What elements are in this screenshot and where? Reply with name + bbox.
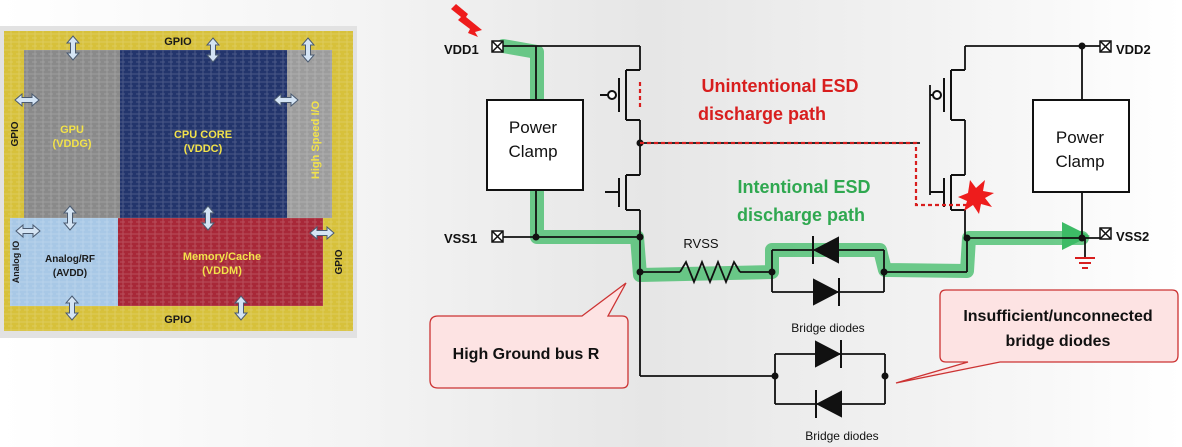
lightning-bolt-icon	[451, 4, 482, 37]
vss1-label: VSS1	[444, 231, 477, 246]
callout-bridge-text-line2: bridge diodes	[1006, 333, 1111, 350]
pad-vss2	[1099, 227, 1112, 240]
pads	[491, 40, 1112, 243]
arrow-icon	[205, 37, 221, 63]
arrow-icon	[200, 205, 216, 231]
intentional-label-line2: discharge path	[737, 205, 865, 225]
hsio-label: High Speed I/O	[310, 100, 322, 179]
callout-bridge-text-line1: Insufficient/unconnected	[963, 308, 1152, 325]
callout-bridge-diodes: Insufficient/unconnected bridge diodes	[895, 289, 1179, 384]
unintentional-label-line1: Unintentional ESD	[702, 76, 859, 96]
gpu-label: GPU	[60, 124, 84, 136]
memory-label: Memory/Cache	[183, 251, 261, 263]
arrow-icon	[65, 35, 81, 61]
gpu-domain: (VDDG)	[52, 138, 91, 150]
esd-burst-icon	[958, 180, 994, 214]
power-clamp-right-line2: Clamp	[1055, 152, 1104, 171]
vdd2-label: VDD2	[1116, 42, 1151, 57]
arrow-icon	[309, 225, 335, 241]
analog-domain: (AVDD)	[53, 268, 87, 279]
pmos-transistor-right	[930, 69, 965, 121]
bridge-diodes-2	[815, 340, 842, 418]
intentional-label-line1: Intentional ESD	[737, 177, 870, 197]
junction-dots	[532, 42, 1086, 380]
arrow-icon	[62, 205, 78, 231]
arrow-icon	[273, 92, 299, 108]
gpio-top-label: GPIO	[164, 36, 192, 48]
gpio-right-label: GPIO	[334, 249, 345, 274]
cpu-domain: (VDDC)	[184, 143, 223, 155]
arrow-icon	[64, 295, 80, 321]
analog-label: Analog/RF	[45, 254, 95, 265]
pad-vss1	[491, 230, 504, 243]
power-clamp-right-line1: Power	[1056, 128, 1105, 147]
cpu-label: CPU CORE	[174, 129, 232, 141]
arrow-icon	[15, 223, 41, 239]
power-clamp-left-line2: Clamp	[508, 142, 557, 161]
arrow-icon	[14, 92, 40, 108]
green-arrowhead	[1062, 222, 1090, 250]
bridge-diodes-1	[812, 236, 840, 306]
callout-ground-bus: High Ground bus R	[429, 282, 629, 389]
bridge-diodes-label-2: Bridge diodes	[805, 429, 878, 443]
pmos-transistor-left	[600, 69, 640, 121]
power-clamp-left: Power Clamp	[486, 99, 584, 191]
memory-domain: (VDDM)	[202, 265, 242, 277]
unintentional-esd-path	[638, 82, 968, 207]
vdd1-label: VDD1	[444, 42, 479, 57]
gpio-bottom-label: GPIO	[164, 314, 192, 326]
vss2-label: VSS2	[1116, 229, 1149, 244]
nmos-transistor-left	[605, 174, 640, 211]
chip-floorplan: GPU (VDDG) CPU CORE (VDDC) High Speed I/…	[0, 26, 357, 338]
bridge-diodes-label-1: Bridge diodes	[791, 321, 864, 335]
unintentional-label-line2: discharge path	[698, 104, 826, 124]
chip-arrows	[14, 35, 335, 321]
pad-vdd2	[1099, 40, 1112, 53]
analog-io-label: Analog IO	[11, 241, 21, 284]
pad-vdd1	[491, 40, 504, 53]
rvss-label: RVSS	[683, 236, 718, 251]
ground-icon	[1075, 257, 1095, 269]
power-clamp-left-line1: Power	[509, 118, 558, 137]
callout-ground-text: High Ground bus R	[453, 346, 600, 363]
power-clamp-right: Power Clamp	[1032, 99, 1130, 193]
gpio-left-label: GPIO	[10, 121, 21, 146]
arrow-icon	[300, 37, 316, 63]
arrow-icon	[233, 295, 249, 321]
